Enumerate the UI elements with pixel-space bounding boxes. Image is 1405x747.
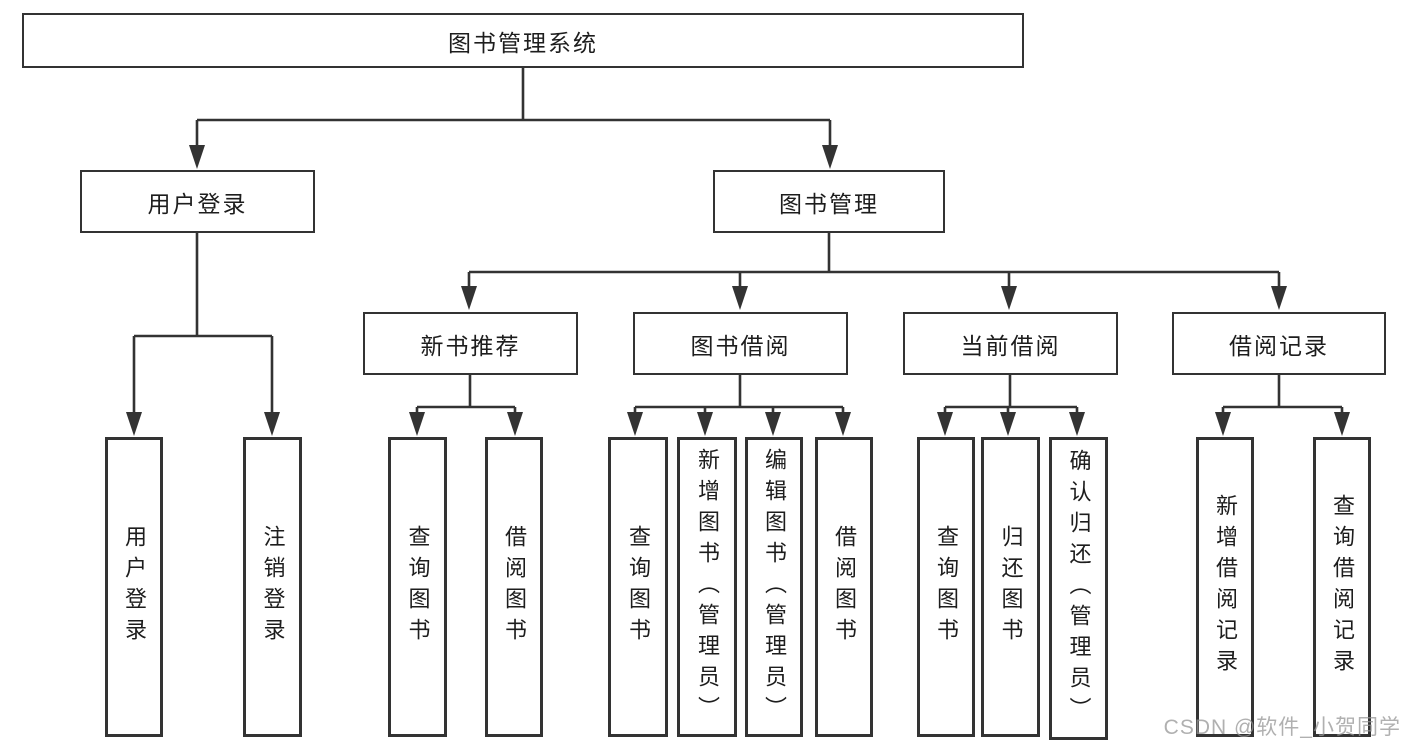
leaf-bb-add-books: 新增图书（管理员） xyxy=(677,437,737,737)
node-root: 图书管理系统 xyxy=(22,13,1024,68)
leaf-rec-borrow-books: 借阅图书 xyxy=(485,437,543,737)
leaf-user-login-label: 用户登录 xyxy=(122,525,147,649)
leaf-cb-confirm-return-label: 确认归还（管理员） xyxy=(1066,449,1092,728)
leaf-cb-confirm-return: 确认归还（管理员） xyxy=(1049,437,1108,740)
leaf-br-add-record: 新增借阅记录 xyxy=(1196,437,1254,737)
leaf-bb-query-books-label: 查询图书 xyxy=(626,525,651,649)
leaf-cb-query-books: 查询图书 xyxy=(917,437,975,737)
node-book-borrow-label: 图书借阅 xyxy=(690,332,791,359)
leaf-bb-edit-books: 编辑图书（管理员） xyxy=(745,437,803,737)
leaf-cb-return-books: 归还图书 xyxy=(981,437,1040,737)
leaf-bb-query-books: 查询图书 xyxy=(608,437,668,737)
leaf-br-add-record-label: 新增借阅记录 xyxy=(1213,494,1238,680)
leaf-bb-add-books-label: 新增图书（管理员） xyxy=(695,447,720,727)
leaf-cb-return-books-label: 归还图书 xyxy=(998,525,1024,649)
leaf-rec-query-books: 查询图书 xyxy=(388,437,447,737)
node-book-borrow: 图书借阅 xyxy=(633,312,848,375)
node-current-borrow-label: 当前借阅 xyxy=(960,332,1061,359)
leaf-br-query-record-label: 查询借阅记录 xyxy=(1330,494,1355,680)
node-current-borrow: 当前借阅 xyxy=(903,312,1118,375)
node-user-login-label: 用户登录 xyxy=(147,190,248,217)
csdn-watermark: CSDN @软件_小贺同学 xyxy=(1163,716,1401,739)
node-new-book-recommend-label: 新书推荐 xyxy=(420,332,521,359)
leaf-logout-label: 注销登录 xyxy=(260,525,286,649)
leaf-rec-query-books-label: 查询图书 xyxy=(405,525,431,649)
leaf-bb-borrow-books-label: 借阅图书 xyxy=(832,525,857,649)
leaf-rec-borrow-books-label: 借阅图书 xyxy=(502,525,527,649)
node-borrow-records-label: 借阅记录 xyxy=(1229,332,1329,359)
leaf-bb-borrow-books: 借阅图书 xyxy=(815,437,873,737)
node-book-management-label: 图书管理 xyxy=(779,190,879,217)
leaf-user-login: 用户登录 xyxy=(105,437,163,737)
leaf-br-query-record: 查询借阅记录 xyxy=(1313,437,1371,737)
node-borrow-records: 借阅记录 xyxy=(1172,312,1386,375)
node-new-book-recommend: 新书推荐 xyxy=(363,312,578,375)
node-user-login: 用户登录 xyxy=(80,170,315,233)
leaf-cb-query-books-label: 查询图书 xyxy=(934,525,959,649)
leaf-bb-edit-books-label: 编辑图书（管理员） xyxy=(762,447,787,727)
node-book-management: 图书管理 xyxy=(713,170,945,233)
leaf-logout: 注销登录 xyxy=(243,437,302,737)
node-root-label: 图书管理系统 xyxy=(448,29,598,56)
